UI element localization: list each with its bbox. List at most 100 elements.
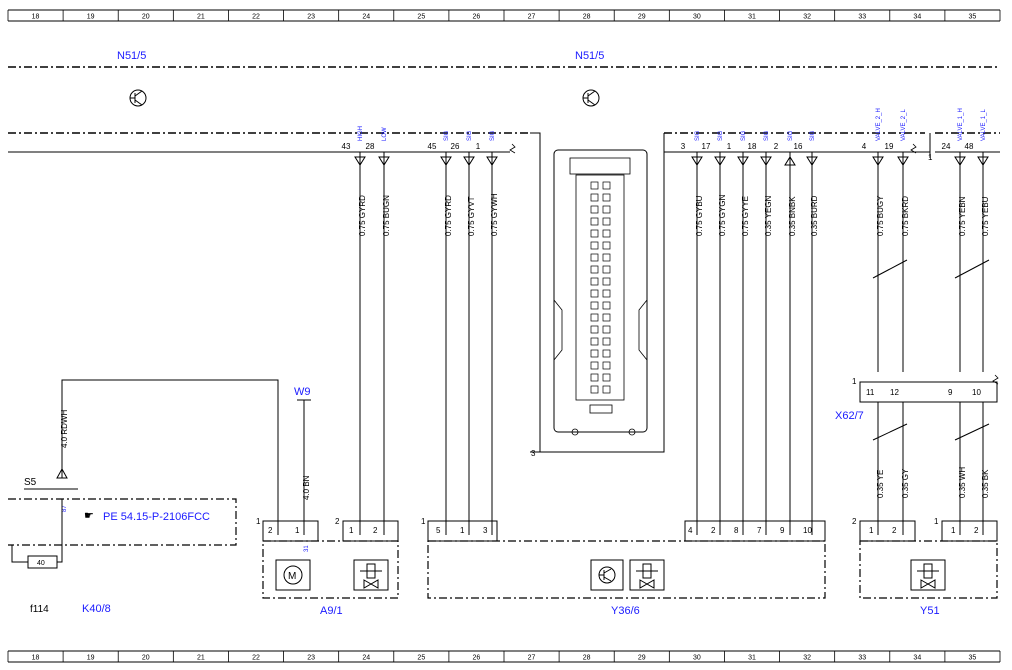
- wire-label: 0.75 YEBN: [958, 196, 967, 236]
- grid-bottom-label: 34: [913, 655, 921, 662]
- signal-arrow: [440, 156, 452, 166]
- signal-pin: 24: [942, 142, 951, 151]
- y36-label: Y36/6: [611, 605, 640, 617]
- pin-87: 87: [62, 505, 68, 512]
- grid-bottom-label: 26: [473, 655, 481, 662]
- y51-connector-1: [859, 520, 916, 542]
- y51-connector-2: [941, 520, 998, 542]
- signal-pin: 48: [965, 142, 974, 151]
- x62-pin: 12: [890, 388, 899, 397]
- connector-pin: [590, 325, 599, 334]
- wire-label: 0.35 BK: [981, 469, 990, 498]
- grid-top-label: 32: [803, 14, 811, 21]
- connector-pin: [590, 181, 599, 190]
- fuse-wire: [11, 499, 63, 563]
- grid-top-label: 25: [417, 14, 425, 21]
- grid-top-label: 30: [693, 14, 701, 21]
- a9-group-1: 1: [256, 517, 261, 526]
- signal-name-valve_2_l: VALVE_2_L: [901, 109, 907, 141]
- module-label-n51-left: N51/5: [117, 50, 146, 62]
- solenoid-valve-icon: [353, 559, 389, 591]
- a9-connector-2: [342, 520, 399, 542]
- signal-arrow: [486, 156, 498, 166]
- signal-name-sig: SIG: [490, 130, 496, 141]
- power-feed-wire: [61, 379, 279, 535]
- grid-bottom-label: 19: [87, 655, 95, 662]
- wire-4-0-rdwh: 4.0 RDWH: [60, 410, 69, 448]
- wire-label: 0.75 BKRD: [901, 196, 910, 236]
- grid-bottom-label: 35: [969, 655, 977, 662]
- signal-name-sig: SIG: [718, 130, 724, 141]
- connector-icon: [553, 149, 648, 436]
- signal-pin: 1: [476, 142, 481, 151]
- reference-icon: ☛: [84, 510, 94, 522]
- svg-text:M: M: [288, 571, 296, 582]
- grid-bottom-label: 31: [748, 655, 756, 662]
- connector-pin: [602, 301, 611, 310]
- y36-module-border: [427, 540, 826, 599]
- a9-pin: 2: [373, 526, 378, 535]
- a9-group-2: 2: [335, 517, 340, 526]
- wire-label: 0.75 GYWH: [490, 193, 499, 236]
- signal-arrow: [977, 156, 989, 166]
- y36-connector-1: [427, 520, 498, 542]
- y36-group: 1: [421, 517, 426, 526]
- wire-label: 0.75 GYRD: [444, 195, 453, 236]
- connector-pin: [590, 265, 599, 274]
- y51-pin: 1: [869, 526, 874, 535]
- signal-name-low: LOW: [382, 127, 388, 141]
- connector-pin: [602, 229, 611, 238]
- connector-pin: [590, 241, 599, 250]
- pin-31: 31: [304, 545, 310, 552]
- connector-pin: [590, 277, 599, 286]
- connector-pin: [590, 229, 599, 238]
- grid-bottom-label: 24: [362, 655, 370, 662]
- grid-bottom-label: 27: [528, 655, 536, 662]
- s5-label: S5: [24, 477, 37, 488]
- grid-top-label: 18: [32, 14, 40, 21]
- grid-top-label: 20: [142, 14, 150, 21]
- wire-label: 0.75 BUGY: [876, 195, 885, 236]
- w9-label: W9: [294, 386, 311, 398]
- grid-bottom-label: 21: [197, 655, 205, 662]
- y36-pin: 5: [436, 526, 441, 535]
- signal-name-sig: SIG: [695, 130, 701, 141]
- wire-break-marks: [872, 259, 990, 441]
- signal-pin: 4: [862, 142, 867, 151]
- grid-top-label: 29: [638, 14, 646, 21]
- signal-pin: 1: [727, 142, 732, 151]
- reference-link[interactable]: PE 54.15-P-2106FCC: [103, 511, 210, 523]
- signal-arrow: [354, 156, 366, 166]
- signal-pin: 28: [366, 142, 375, 151]
- grid-top-label: 33: [858, 14, 866, 21]
- signal-name-high: HIGH: [358, 126, 364, 141]
- y36-pin: 1: [460, 526, 465, 535]
- wire-break-icon: [509, 143, 516, 154]
- connector-pin: [602, 373, 611, 382]
- grid-top-label: 35: [969, 14, 977, 21]
- y36-pin: 10: [803, 526, 812, 535]
- solenoid-valve-icon: [910, 559, 946, 591]
- connector-pin: [602, 325, 611, 334]
- fuse-value: 40: [37, 560, 45, 567]
- signal-pin: 18: [748, 142, 757, 151]
- grid-bottom-label: 30: [693, 655, 701, 662]
- connector-pin-3: 3: [531, 449, 536, 458]
- x62-connector: [859, 381, 998, 403]
- x62-pin: 11: [866, 388, 875, 397]
- wire-break-icon: [910, 143, 917, 154]
- wire-label: 0.75 GYGN: [718, 194, 727, 236]
- signal-arrow: [378, 156, 390, 166]
- grid-bottom-label: 29: [638, 655, 646, 662]
- connector-bracket: [530, 132, 541, 453]
- y51-pin: 1: [951, 526, 956, 535]
- connector-pin: [602, 265, 611, 274]
- connector-pin: [602, 313, 611, 322]
- solenoid-valve-icon: [629, 559, 665, 591]
- connector-pin: [590, 349, 599, 358]
- signal-arrow: [784, 156, 796, 166]
- transistor-icon: [129, 89, 147, 107]
- wire-label: 0.75 GYYE: [741, 196, 750, 236]
- y36-connector-2: [684, 520, 826, 542]
